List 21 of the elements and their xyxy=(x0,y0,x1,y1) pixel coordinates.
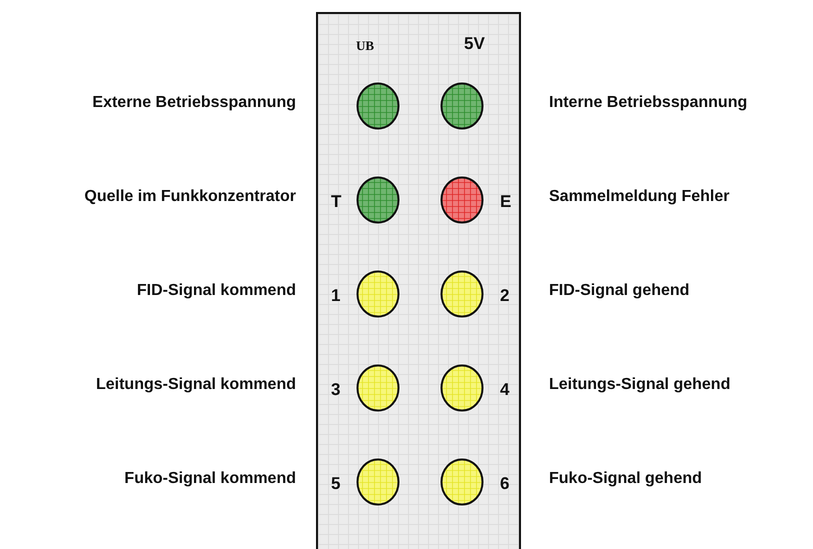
led-description: Fuko-Signal gehend xyxy=(549,470,702,488)
column-heading: 5V xyxy=(464,34,485,54)
led-description: Interne Betriebsspannung xyxy=(549,94,748,112)
led-description: Externe Betriebsspannung xyxy=(92,94,296,112)
led-description: Fuko-Signal kommend xyxy=(124,470,296,488)
led-description: Leitungs-Signal kommend xyxy=(96,376,296,394)
led-description: Quelle im Funkkonzentrator xyxy=(84,188,296,206)
led-marker: T xyxy=(331,192,342,212)
led-description: Sammelmeldung Fehler xyxy=(549,188,730,206)
led-marker: 3 xyxy=(331,380,340,400)
led-marker: 6 xyxy=(500,474,510,494)
led-marker: 2 xyxy=(500,286,510,306)
led-description: Leitungs-Signal gehend xyxy=(549,376,730,394)
led-marker: 1 xyxy=(331,286,340,306)
led-marker: 5 xyxy=(331,474,340,494)
indicator-panel xyxy=(316,12,521,549)
led-marker: 4 xyxy=(500,380,510,400)
led-marker: E xyxy=(500,192,512,212)
led-description: FID-Signal kommend xyxy=(136,282,296,300)
column-heading: UB xyxy=(356,38,374,54)
led-description: FID-Signal gehend xyxy=(549,282,690,300)
